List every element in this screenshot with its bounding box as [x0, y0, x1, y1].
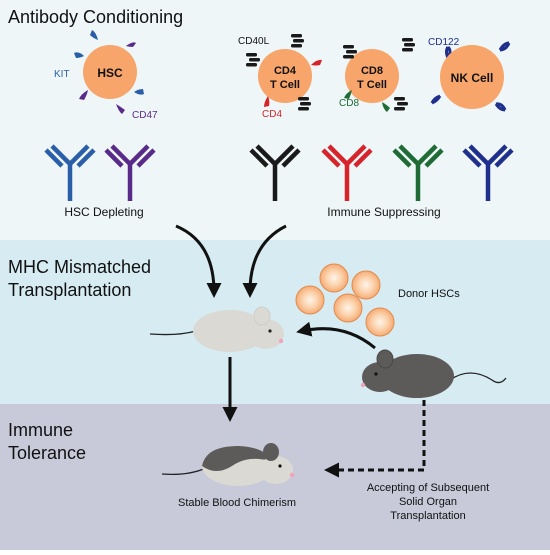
tolerance-title-line1: Immune [8, 420, 73, 440]
cd40l-receptor-icon [402, 38, 415, 52]
chimeric-mouse-icon [161, 443, 295, 486]
kit-label: KIT [54, 69, 70, 80]
hsc-body [83, 45, 137, 99]
cd47-receptor-icon [79, 90, 88, 100]
hsc-label: HSC [97, 66, 123, 80]
cd8-marker-label: CD8 [339, 98, 359, 109]
cd122-receptor-icon [498, 41, 511, 52]
cd47-receptor-icon [126, 42, 136, 47]
donor-mouse-icon [360, 349, 507, 398]
cd122-antibody-icon [462, 144, 514, 201]
organ-label-line1: Accepting of Subsequent [367, 482, 489, 494]
cd4-antibody-icon [321, 144, 373, 201]
tolerance-title-line2: Tolerance [8, 443, 86, 463]
cd8-receptor-icon [382, 102, 390, 112]
cd47-label: CD47 [132, 110, 158, 121]
recipient-mouse-icon [149, 306, 284, 352]
donor-hsc-icon [351, 270, 381, 300]
kit-antibody-icon [44, 144, 96, 201]
kit-receptor-icon [134, 89, 144, 95]
cd122-receptor-icon [494, 102, 507, 112]
cd8-antibody-icon [392, 144, 444, 201]
cd40l-receptor-icon [246, 53, 260, 67]
hsc-cell: HSC KIT CD47 [54, 30, 158, 121]
donor-hsc-icon [333, 293, 363, 323]
cd122-label: CD122 [428, 37, 460, 48]
cd8-label-line1: CD8 [361, 65, 383, 77]
cd47-receptor-icon [116, 104, 125, 114]
cd8-body [345, 49, 399, 103]
nk-body [440, 45, 504, 109]
immune-suppressing-label: Immune Suppressing [327, 205, 440, 219]
cd4-t-cell: CD4 T Cell CD40L CD4 [238, 34, 322, 120]
conditioning-panel [0, 0, 550, 240]
organ-label-line2: Solid Organ [399, 496, 457, 508]
cd4-label-line2: T Cell [270, 79, 300, 91]
donor-hsc-icon [295, 285, 325, 315]
cd40l-label: CD40L [238, 36, 270, 47]
dashed-organ-arrow [324, 400, 426, 478]
cd4-marker-label: CD4 [262, 109, 282, 120]
donor-hsc-icon [319, 263, 349, 293]
donor-hsc-icon [365, 307, 395, 337]
transplant-title-line2: Transplantation [8, 280, 131, 300]
cd4-receptor-icon [264, 96, 270, 107]
cd47-antibody-icon [104, 144, 156, 201]
cd40l-antibody-icon [249, 144, 301, 201]
donor-hsc-cluster [295, 263, 395, 337]
arrow-hsc-depleting-to-recipient [175, 224, 222, 298]
cd122-receptor-icon [430, 94, 442, 105]
conditioning-title: Antibody Conditioning [8, 7, 183, 27]
antibody-row [44, 144, 514, 201]
hsc-depleting-label: HSC Depleting [64, 205, 143, 219]
cd4-body [258, 49, 312, 103]
cd8-receptor-icon [344, 90, 352, 99]
stable-blood-chimerism-label: Stable Blood Chimerism [178, 497, 296, 509]
arrow-immune-suppressing-to-recipient [242, 224, 287, 298]
kit-receptor-icon [74, 52, 84, 58]
cd4-receptor-icon [311, 59, 322, 66]
cd40l-receptor-icon [394, 97, 408, 111]
cd40l-receptor-icon [343, 45, 357, 59]
nk-label: NK Cell [451, 71, 494, 85]
cd40l-receptor-icon [298, 97, 311, 111]
nk-cell: NK Cell CD122 [428, 37, 511, 112]
donor-hscs-label: Donor HSCs [398, 288, 460, 300]
cd40l-receptor-icon [291, 34, 304, 48]
cd8-t-cell: CD8 T Cell CD8 [339, 38, 415, 112]
transplant-title-line1: MHC Mismatched [8, 257, 151, 277]
cd4-label-line1: CD4 [274, 65, 297, 77]
arrow-donor-to-recipient [296, 321, 376, 350]
cd8-label-line2: T Cell [357, 79, 387, 91]
organ-label-line3: Transplantation [390, 510, 465, 522]
kit-receptor-icon [90, 30, 98, 40]
